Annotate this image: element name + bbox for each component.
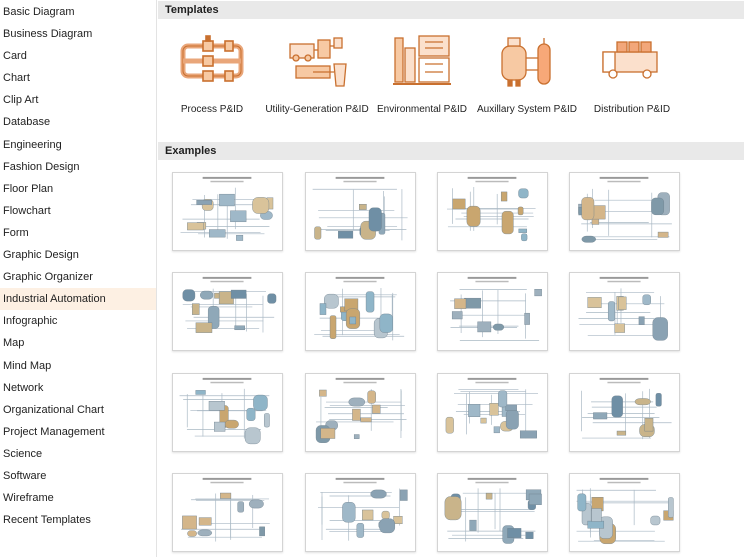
example-thumbnail[interactable] bbox=[569, 172, 680, 251]
example-thumbnail[interactable] bbox=[172, 373, 283, 452]
category-sidebar: Basic Diagram Business Diagram Card Char… bbox=[0, 0, 157, 557]
example-thumbnail[interactable] bbox=[569, 373, 680, 452]
sidebar-item-graphic-organizer[interactable]: Graphic Organizer bbox=[3, 271, 93, 284]
sidebar-item-graphic-design[interactable]: Graphic Design bbox=[3, 249, 79, 262]
example-thumbnail[interactable] bbox=[437, 473, 548, 552]
diagram-preview bbox=[438, 474, 547, 551]
template-label: Distribution P&ID bbox=[593, 104, 671, 115]
diagram-preview bbox=[438, 273, 547, 350]
example-thumbnail[interactable] bbox=[172, 172, 283, 251]
sidebar-item-organizational-chart[interactable]: Organizational Chart bbox=[3, 403, 104, 416]
example-thumbnail[interactable] bbox=[569, 272, 680, 351]
sidebar-item-network[interactable]: Network bbox=[3, 381, 44, 394]
examples-section-title: Examples bbox=[158, 142, 744, 160]
generator-icon bbox=[289, 37, 347, 87]
diagram-preview bbox=[306, 374, 415, 451]
sidebar-item-industrial-automation[interactable]: Industrial Automation bbox=[0, 288, 156, 311]
diagram-preview bbox=[570, 173, 679, 250]
diagram-preview bbox=[306, 173, 415, 250]
tank-column-icon bbox=[501, 37, 551, 87]
template-label: Auxillary System P&ID bbox=[476, 104, 578, 115]
example-thumbnail[interactable] bbox=[437, 272, 548, 351]
diagram-preview bbox=[438, 173, 547, 250]
diagram-preview bbox=[570, 273, 679, 350]
example-thumbnail[interactable] bbox=[569, 473, 680, 552]
template-label: Environmental P&ID bbox=[376, 104, 468, 115]
diagram-preview bbox=[173, 273, 282, 350]
example-thumbnail[interactable] bbox=[437, 373, 548, 452]
diagram-preview bbox=[570, 474, 679, 551]
template-label: Utility-Generation P&ID bbox=[265, 104, 369, 115]
template-distribution-pid[interactable]: Distribution P&ID bbox=[580, 34, 684, 116]
template-environmental-pid[interactable]: Environmental P&ID bbox=[370, 34, 474, 116]
example-thumbnail[interactable] bbox=[172, 473, 283, 552]
sidebar-item-fashion-design[interactable]: Fashion Design bbox=[3, 160, 80, 173]
sidebar-item-engineering[interactable]: Engineering bbox=[3, 138, 62, 151]
example-thumbnail[interactable] bbox=[305, 172, 416, 251]
diagram-preview bbox=[306, 474, 415, 551]
sidebar-item-flowchart[interactable]: Flowchart bbox=[3, 204, 51, 217]
sidebar-item-map[interactable]: Map bbox=[3, 337, 25, 350]
diagram-preview bbox=[306, 273, 415, 350]
diagram-preview bbox=[173, 374, 282, 451]
sidebar-item-wireframe[interactable]: Wireframe bbox=[3, 492, 54, 505]
template-label: Process P&ID bbox=[180, 104, 244, 115]
template-auxillary-system-pid[interactable]: Auxillary System P&ID bbox=[475, 34, 579, 116]
sidebar-item-project-management[interactable]: Project Management bbox=[3, 425, 105, 438]
sidebar-item-science[interactable]: Science bbox=[3, 447, 43, 460]
truck-icon bbox=[602, 41, 658, 79]
template-process-pid[interactable]: Process P&ID bbox=[160, 34, 264, 116]
diagram-preview bbox=[173, 173, 282, 250]
main-panel: Templates Process P&ID bbox=[158, 0, 744, 557]
sidebar-item-business-diagram[interactable]: Business Diagram bbox=[3, 28, 93, 41]
sidebar-item-card[interactable]: Card bbox=[3, 50, 27, 63]
diagram-preview bbox=[438, 374, 547, 451]
sidebar-item-infographic[interactable]: Infographic bbox=[3, 315, 58, 328]
sidebar-item-form[interactable]: Form bbox=[3, 226, 29, 239]
sidebar-item-basic-diagram[interactable]: Basic Diagram bbox=[3, 6, 75, 18]
sidebar-item-chart[interactable]: Chart bbox=[3, 72, 30, 85]
example-thumbnail[interactable] bbox=[305, 373, 416, 452]
diagram-preview bbox=[570, 374, 679, 451]
sidebar-item-database[interactable]: Database bbox=[3, 116, 51, 129]
example-thumbnail[interactable] bbox=[305, 272, 416, 351]
plant-building-icon bbox=[393, 35, 451, 85]
sidebar-item-software[interactable]: Software bbox=[3, 469, 47, 482]
sidebar-item-floor-plan[interactable]: Floor Plan bbox=[3, 182, 54, 195]
example-thumbnail[interactable] bbox=[305, 473, 416, 552]
sidebar-item-clip-art[interactable]: Clip Art bbox=[3, 94, 39, 107]
templates-section-title: Templates bbox=[158, 1, 744, 19]
example-thumbnail[interactable] bbox=[437, 172, 548, 251]
sidebar-item-mind-map[interactable]: Mind Map bbox=[3, 359, 52, 372]
sidebar-item-recent-templates[interactable]: Recent Templates bbox=[3, 514, 91, 527]
example-thumbnail[interactable] bbox=[172, 272, 283, 351]
diagram-preview bbox=[173, 474, 282, 551]
pipe-loop-icon bbox=[180, 35, 244, 82]
template-utility-generation-pid[interactable]: Utility-Generation P&ID bbox=[265, 34, 369, 116]
